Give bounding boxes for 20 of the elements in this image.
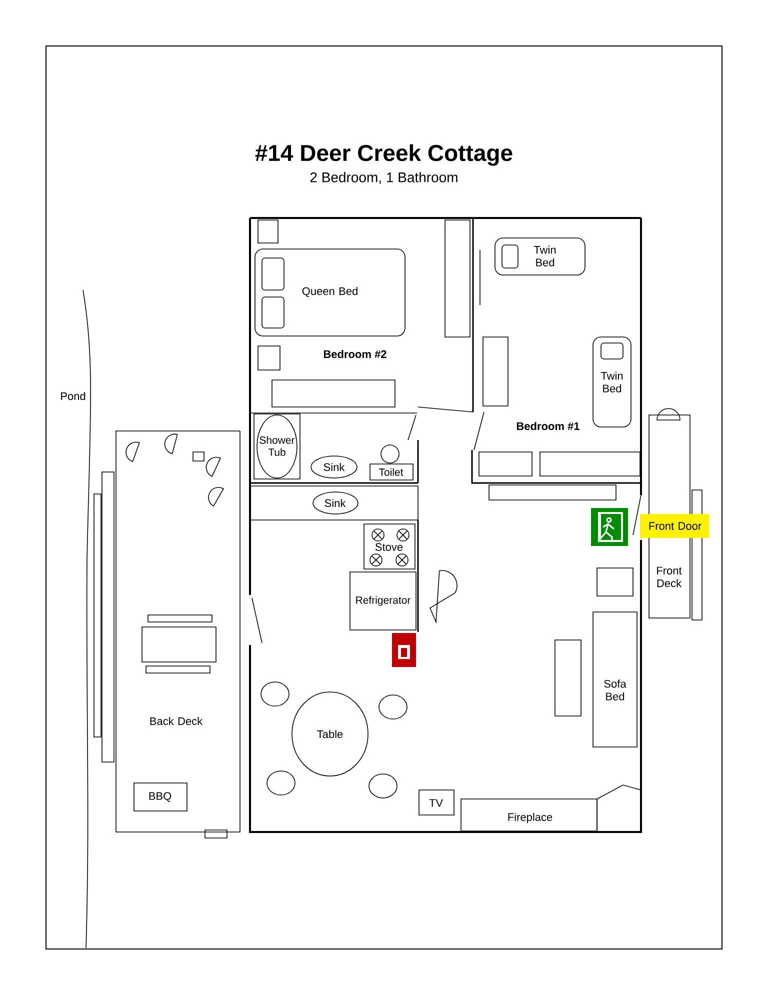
fireplace: Fireplace (460, 798, 598, 832)
bathtub: Shower Tub (256, 414, 298, 478)
sofa-bed: Sofa Bed (592, 612, 638, 748)
tv: TV (418, 790, 454, 816)
door-label: Front Door (640, 514, 709, 538)
refrigerator: Refrigerator (350, 572, 416, 630)
grill: BBQ (134, 782, 188, 812)
sink: Sink (312, 492, 358, 514)
bed: Queen Bed (254, 248, 406, 336)
bed: Twin Bed (494, 238, 586, 276)
room-label: Bedroom #2 (324, 350, 386, 358)
stove: Stove (364, 524, 416, 570)
table: Table (292, 692, 368, 776)
toilet: Toilet (370, 464, 414, 480)
title: #14 Deer Creek Cottage (255, 144, 512, 166)
sink: Sink (310, 456, 358, 478)
bed: Twin Bed (592, 336, 632, 428)
subtitle: 2 Bedroom, 1 Bathroom (310, 172, 458, 184)
room-label: Bedroom #1 (516, 422, 580, 430)
area-label: Pond (61, 392, 86, 400)
